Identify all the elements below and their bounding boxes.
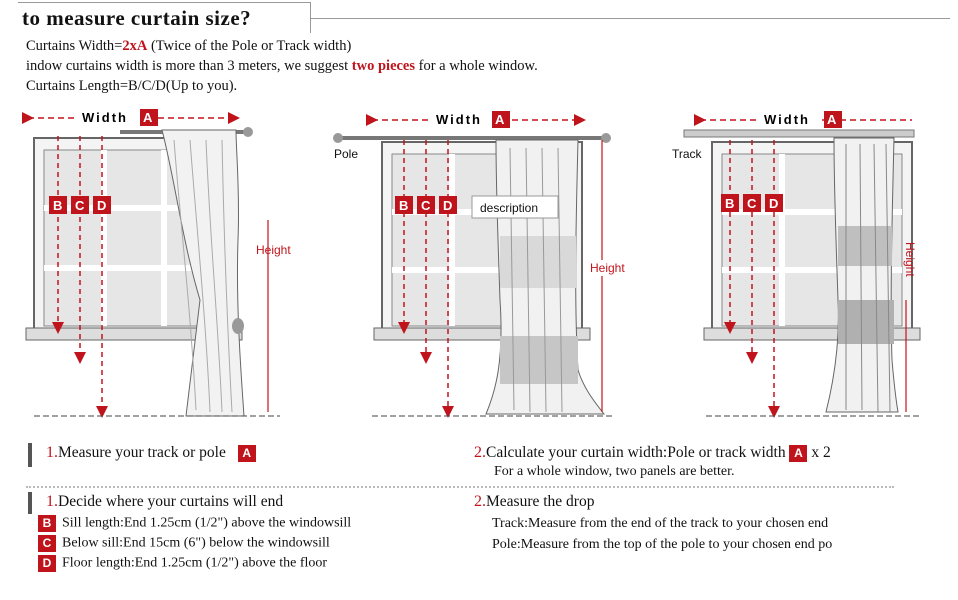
svg-text:C: C bbox=[421, 198, 431, 213]
badge-d: D bbox=[38, 555, 56, 572]
svg-text:Height: Height bbox=[256, 243, 291, 257]
svg-text:A: A bbox=[495, 112, 505, 127]
badge-a: A bbox=[789, 444, 808, 462]
svg-text:B: B bbox=[725, 196, 734, 211]
svg-text:Width: Width bbox=[764, 112, 810, 127]
measurement-diagrams: Width A B C D Height Pole bbox=[22, 108, 921, 418]
svg-text:A: A bbox=[143, 110, 153, 125]
intro-line-1: Curtains Width=2xA (Twice of the Pole or… bbox=[26, 38, 352, 54]
title-divider bbox=[310, 18, 950, 19]
drop-track-note: Track:Measure from the end of the track … bbox=[492, 516, 829, 531]
svg-text:B: B bbox=[399, 198, 408, 213]
badge-b: B bbox=[38, 515, 56, 532]
step-calculate-width: 2.Calculate your curtain width:Pole or t… bbox=[474, 444, 831, 462]
svg-text:C: C bbox=[75, 198, 85, 213]
diagram-panel-2: Pole Width A B C D description Height bbox=[333, 110, 634, 418]
section-bar-1 bbox=[28, 443, 32, 467]
svg-text:A: A bbox=[827, 112, 837, 127]
calculate-width-note: For a whole window, two panels are bette… bbox=[494, 464, 735, 479]
svg-text:Track: Track bbox=[672, 147, 703, 161]
section-divider bbox=[26, 486, 894, 488]
diagram-panel-1: Width A B C D Height bbox=[22, 108, 291, 418]
step-decide-end: 1.Decide where your curtains will end bbox=[46, 493, 284, 510]
svg-text:C: C bbox=[747, 196, 757, 211]
svg-text:D: D bbox=[443, 198, 452, 213]
intro-line-3: Curtains Length=B/C/D(Up to you). bbox=[26, 78, 238, 94]
badge-a: A bbox=[237, 444, 256, 462]
title-frame bbox=[18, 2, 311, 33]
svg-text:Width: Width bbox=[436, 112, 482, 127]
svg-text:D: D bbox=[769, 196, 778, 211]
svg-text:Height: Height bbox=[903, 242, 917, 277]
svg-text:description: description bbox=[480, 201, 538, 215]
step-measure-drop: 2.Measure the drop bbox=[474, 493, 595, 510]
step-measure-track: 1.Measure your track or pole A bbox=[46, 444, 256, 462]
svg-text:Width: Width bbox=[82, 110, 128, 125]
intro-line-2: indow curtains width is more than 3 mete… bbox=[26, 58, 538, 74]
svg-text:Pole: Pole bbox=[334, 147, 358, 161]
diagram-panel-3: Track Width A B C D Height bbox=[672, 110, 921, 418]
badge-c: C bbox=[38, 535, 56, 552]
svg-text:B: B bbox=[53, 198, 62, 213]
svg-text:D: D bbox=[97, 198, 106, 213]
drop-pole-note: Pole:Measure from the top of the pole to… bbox=[492, 537, 833, 552]
section-bar-2 bbox=[28, 492, 32, 514]
svg-text:Height: Height bbox=[590, 261, 625, 275]
page-title: to measure curtain size? bbox=[22, 6, 252, 30]
